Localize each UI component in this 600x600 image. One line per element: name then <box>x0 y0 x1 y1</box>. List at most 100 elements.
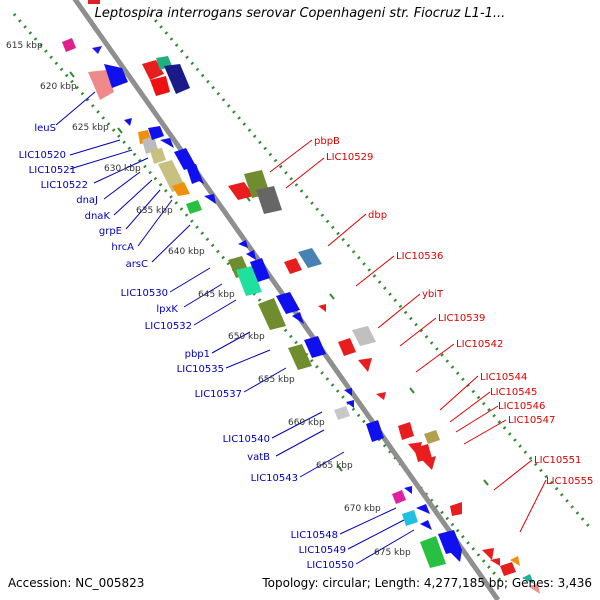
gene-label: LIC10529 <box>326 152 373 163</box>
gene-arrow <box>150 76 170 96</box>
gene-label: pbpB <box>314 136 340 147</box>
gene-arrow <box>172 182 190 196</box>
gene-label: LIC10542 <box>456 339 503 350</box>
gene-label: LIC10539 <box>438 313 485 324</box>
gene-label: LIC10530 <box>121 288 168 299</box>
gene-arrow <box>422 456 436 470</box>
tick-label: 665 kbp <box>316 461 353 471</box>
tick-label: 655 kbp <box>258 375 295 385</box>
gene-arrow <box>250 258 270 282</box>
gene-arrow <box>236 266 262 296</box>
accession-text: Accession: NC_005823 <box>8 576 145 590</box>
gene-label: LIC10535 <box>177 364 224 375</box>
tick-label: 670 kbp <box>344 504 381 514</box>
gene-label: vatB <box>247 452 270 463</box>
tick-label: 645 kbp <box>198 290 235 300</box>
gene-arrow <box>164 64 190 94</box>
gene-arrow <box>416 504 430 514</box>
gene-arrow <box>500 562 516 576</box>
tick-label: 640 kbp <box>168 247 205 257</box>
right-gene-labels: pbpB LIC10529 dbp LIC10536 ybiT LIC10539… <box>314 136 593 487</box>
gene-label: grpE <box>99 226 122 237</box>
gene-arrow <box>402 510 418 526</box>
gene-label: hrcA <box>111 242 134 253</box>
gene-arrow <box>482 548 494 560</box>
gene-arrow <box>284 258 302 274</box>
tick-label: 635 kbp <box>136 206 173 216</box>
gene-label: LIC10555 <box>546 476 593 487</box>
gene-arrow <box>318 304 326 312</box>
gene-features <box>62 0 540 594</box>
gene-label: LIC10540 <box>223 434 270 445</box>
gene-arrow <box>88 0 100 4</box>
gene-label: dnaK <box>85 211 111 222</box>
guide-dots <box>12 13 594 581</box>
gene-arrow <box>358 358 372 372</box>
kbp-tick-labels: 615 kbp 620 kbp 625 kbp 630 kbp 635 kbp … <box>6 41 411 558</box>
gene-arrow <box>424 430 440 444</box>
gene-arrow <box>186 200 202 214</box>
gene-arrow <box>256 186 282 214</box>
gene-arrow <box>190 174 204 184</box>
outer-dotted-line <box>148 13 594 531</box>
gene-label: dbp <box>368 210 387 221</box>
gene-label: LIC10545 <box>490 387 537 398</box>
gene-label: LIC10522 <box>41 180 88 191</box>
gene-label: LIC10520 <box>19 150 66 161</box>
gene-arrow <box>288 344 312 370</box>
gene-label: LIC10549 <box>299 545 346 556</box>
gene-label: LIC10537 <box>195 389 242 400</box>
gene-arrow <box>62 38 76 52</box>
gene-arrow <box>104 64 128 88</box>
gene-arrow <box>148 126 164 140</box>
gene-arrow <box>404 486 412 494</box>
gene-arrow <box>450 550 462 562</box>
gene-arrow <box>246 250 256 260</box>
gene-arrow <box>174 148 196 170</box>
gene-label: dnaJ <box>76 195 98 206</box>
gene-arrow <box>450 502 462 516</box>
gene-arrow <box>276 292 300 314</box>
gene-arrow <box>88 70 114 100</box>
tick-label: 625 kbp <box>72 123 109 133</box>
gene-arrow <box>438 530 462 554</box>
gene-arrow <box>346 400 354 408</box>
left-gene-labels: leuS LIC10520 LIC10521 LIC10522 dnaJ dna… <box>19 123 354 571</box>
tick-label: 615 kbp <box>6 41 43 51</box>
gene-arrow <box>150 148 166 164</box>
gene-arrow <box>298 248 322 268</box>
gene-label: leuS <box>34 123 56 134</box>
gene-label: LIC10551 <box>534 455 581 466</box>
tick-label: 660 kbp <box>288 418 325 428</box>
gene-label: arsC <box>126 259 148 270</box>
gene-label: LIC10532 <box>145 321 192 332</box>
gene-arrow <box>528 584 540 594</box>
gene-arrow <box>292 312 304 324</box>
gene-label: LIC10521 <box>29 165 76 176</box>
gene-arrow <box>238 240 248 248</box>
gene-arrow <box>258 298 286 330</box>
gene-arrow <box>522 574 534 584</box>
gene-label: LIC10544 <box>480 372 527 383</box>
tick-dashes <box>69 71 489 486</box>
gene-label: pbp1 <box>185 349 210 360</box>
gene-arrow <box>366 420 384 442</box>
gene-label: lpxK <box>156 304 178 315</box>
gene-arrow <box>392 490 406 504</box>
tick-label: 630 kbp <box>104 164 141 174</box>
gene-arrow <box>420 520 432 530</box>
gene-label: LIC10547 <box>508 415 555 426</box>
tick-label: 650 kbp <box>228 332 265 342</box>
gene-label: LIC10536 <box>396 251 443 262</box>
tick-label: 620 kbp <box>40 82 77 92</box>
gene-label: LIC10546 <box>498 401 545 412</box>
gene-arrow <box>420 536 446 568</box>
tick-label: 675 kbp <box>374 548 411 558</box>
map-title: Leptospira interrogans serovar Copenhage… <box>94 6 506 21</box>
gene-arrow <box>376 392 386 400</box>
right-label-connectors <box>269 139 547 533</box>
gene-arrow <box>92 46 102 54</box>
gene-arrow <box>352 326 376 346</box>
gene-arrow <box>124 118 132 126</box>
